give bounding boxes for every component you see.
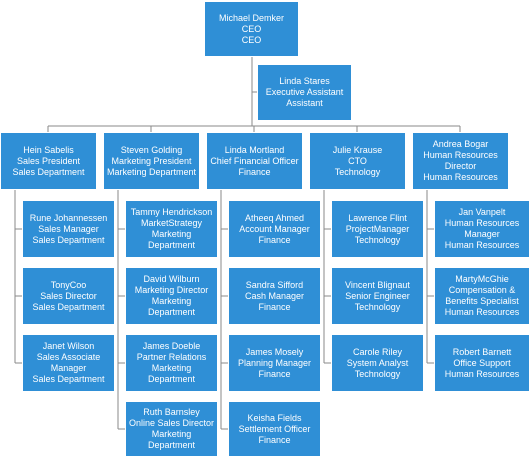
node-cash-manager[interactable]: Sandra Sifford Cash Manager Finance	[228, 267, 321, 325]
node-sales-president[interactable]: Hein Sabelis Sales President Sales Depar…	[0, 132, 97, 190]
node-title: Sales President	[16, 155, 81, 166]
node-account-manager[interactable]: Atheeq Ahmed Account Manager Finance	[228, 200, 321, 258]
node-name: Lawrence Flint	[348, 212, 407, 223]
node-department: Technology	[354, 234, 401, 245]
node-name: Janet Wilson	[42, 341, 95, 351]
node-cto[interactable]: Julie Krause CTO Technology	[309, 132, 406, 190]
node-cfo[interactable]: Linda Mortland Chief Financial Officer F…	[206, 132, 303, 190]
node-department: Assistant	[286, 98, 323, 108]
node-title: Compensation & Benefits Specialist	[445, 285, 519, 306]
node-title: Marketing Director	[134, 285, 209, 295]
node-department: Finance	[238, 166, 271, 177]
node-sales-manager[interactable]: Rune Johannessen Sales Manager Sales Dep…	[22, 200, 115, 258]
node-name: Keisha Fields	[247, 412, 302, 423]
node-title: CTO	[348, 155, 367, 166]
node-department: Human Resources	[423, 172, 498, 182]
node-title: ProjectManager	[345, 223, 410, 234]
node-title: Partner Relations	[136, 352, 207, 362]
node-hr-director[interactable]: Andrea Bogar Human Resources Director Hu…	[412, 132, 509, 190]
node-name: Robert Barnett	[452, 346, 512, 357]
node-marketing-president[interactable]: Steven Golding Marketing President Marke…	[103, 132, 200, 190]
node-title: Online Sales Director	[128, 418, 215, 428]
node-system-analyst[interactable]: Carole Riley System Analyst Technology	[331, 334, 424, 392]
node-name: Rune Johannessen	[29, 212, 108, 223]
node-title: Sales Director	[40, 290, 97, 301]
node-department: Marketing Department	[106, 166, 197, 177]
node-project-manager[interactable]: Lawrence Flint ProjectManager Technology	[331, 200, 424, 258]
node-title: Senior Engineer	[345, 290, 410, 301]
node-senior-engineer[interactable]: Vincent Blignaut Senior Engineer Technol…	[331, 267, 424, 325]
node-department: Sales Department	[32, 301, 105, 312]
node-compensation-specialist[interactable]: MartyMcGhie Compensation & Benefits Spec…	[434, 267, 530, 325]
node-name: Julie Krause	[332, 144, 383, 155]
node-name: Ruth Barnsley	[143, 407, 200, 417]
node-name: James Mosely	[245, 346, 304, 357]
node-department: Technology	[354, 368, 401, 379]
node-department: Human Resources	[444, 240, 520, 250]
node-department: Finance	[258, 234, 291, 245]
node-department: CEO	[241, 34, 262, 45]
node-department: Finance	[258, 434, 291, 445]
node-department: Sales Department	[12, 166, 85, 177]
node-title: Cash Manager	[244, 290, 305, 301]
node-name: David Wilburn	[143, 274, 200, 284]
node-settlement-officer[interactable]: Keisha Fields Settlement Officer Finance	[228, 401, 321, 457]
node-department: Human Resources	[444, 368, 520, 379]
node-department: Marketing Department	[147, 296, 196, 317]
node-market-strategy[interactable]: Tammy Hendrickson MarketStrategy Marketi…	[125, 200, 218, 258]
node-department: Sales Department	[32, 374, 105, 384]
node-name: TonyCoo	[50, 279, 87, 290]
node-title: Human Resources Manager	[444, 218, 520, 239]
node-title: Account Manager	[239, 223, 310, 234]
node-sales-director[interactable]: TonyCoo Sales Director Sales Department	[22, 267, 115, 325]
node-title: Chief Financial Officer	[210, 155, 299, 166]
node-title: CEO	[241, 23, 262, 34]
node-department: Sales Department	[32, 234, 105, 245]
node-marketing-director[interactable]: David Wilburn Marketing Director Marketi…	[125, 267, 218, 325]
node-sales-associate-manager[interactable]: Janet Wilson Sales Associate Manager Sal…	[22, 334, 115, 392]
node-department: Human Resources	[444, 307, 520, 317]
node-online-sales-director[interactable]: Ruth Barnsley Online Sales Director Mark…	[125, 401, 218, 457]
node-department: Technology	[334, 166, 381, 177]
node-title: Sales Manager	[38, 223, 99, 234]
node-name: Linda Mortland	[224, 144, 285, 155]
node-name: Steven Golding	[120, 144, 183, 155]
node-department: Marketing Department	[147, 429, 196, 450]
node-name: MartyMcGhie	[455, 274, 509, 284]
node-executive-assistant[interactable]: Linda Stares Executive Assistant Assista…	[257, 64, 352, 121]
node-name: Sandra Sifford	[245, 279, 304, 290]
node-department: Technology	[354, 301, 401, 312]
node-title: MarketStrategy	[140, 218, 203, 228]
node-office-support[interactable]: Robert Barnett Office Support Human Reso…	[434, 334, 530, 392]
node-title: Marketing President	[111, 155, 192, 166]
node-name: Jan Vanpelt	[458, 207, 506, 217]
node-department: Marketing Department	[147, 363, 196, 384]
node-hr-manager[interactable]: Jan Vanpelt Human Resources Manager Huma…	[434, 200, 530, 258]
node-department: Finance	[258, 301, 291, 312]
node-title: Settlement Officer	[238, 423, 311, 434]
node-name: Andrea Bogar	[432, 139, 489, 149]
node-department: Finance	[258, 368, 291, 379]
node-title: Executive Assistant	[265, 87, 344, 97]
node-name: Michael Demker	[218, 12, 285, 23]
node-name: Linda Stares	[279, 76, 330, 86]
node-title: System Analyst	[346, 357, 409, 368]
node-ceo[interactable]: Michael Demker CEO CEO	[204, 1, 299, 57]
node-title: Human Resources Director	[423, 150, 498, 171]
node-planning-manager[interactable]: James Mosely Planning Manager Finance	[228, 334, 321, 392]
node-partner-relations[interactable]: James Doeble Partner Relations Marketing…	[125, 334, 218, 392]
node-title: Sales Associate Manager	[36, 352, 101, 373]
node-department: Marketing Department	[147, 229, 196, 250]
node-name: Vincent Blignaut	[345, 279, 410, 290]
node-name: Carole Riley	[352, 346, 403, 357]
node-name: James Doeble	[142, 341, 201, 351]
node-name: Atheeq Ahmed	[244, 212, 305, 223]
node-title: Office Support	[453, 357, 511, 368]
node-name: Tammy Hendrickson	[130, 207, 213, 217]
node-name: Hein Sabelis	[23, 144, 74, 155]
node-title: Planning Manager	[237, 357, 312, 368]
